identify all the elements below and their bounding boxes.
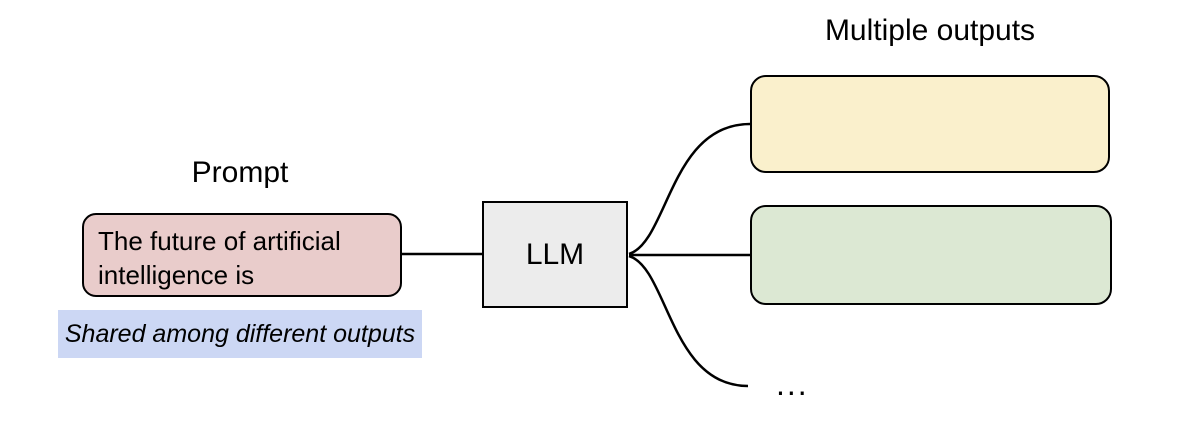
prompt-box: The future of artificial intelligence is: [82, 213, 402, 297]
llm-to-more-curve: [628, 254, 749, 388]
outputs-title: Multiple outputs: [824, 14, 1036, 47]
output-box-1: [750, 75, 1110, 173]
prompt-text-line-2: intelligence is: [98, 260, 255, 290]
prompt-text-line-1: The future of artificial: [98, 226, 341, 256]
more-outputs-ellipsis: ...: [776, 366, 809, 402]
llm-box: LLM: [482, 201, 628, 308]
prompt-note: Shared among different outputs: [58, 310, 422, 358]
output-box-2: [750, 205, 1112, 305]
llm-label: LLM: [525, 237, 585, 271]
prompt-title: Prompt: [191, 156, 289, 189]
llm-to-output1-curve: [628, 122, 751, 256]
